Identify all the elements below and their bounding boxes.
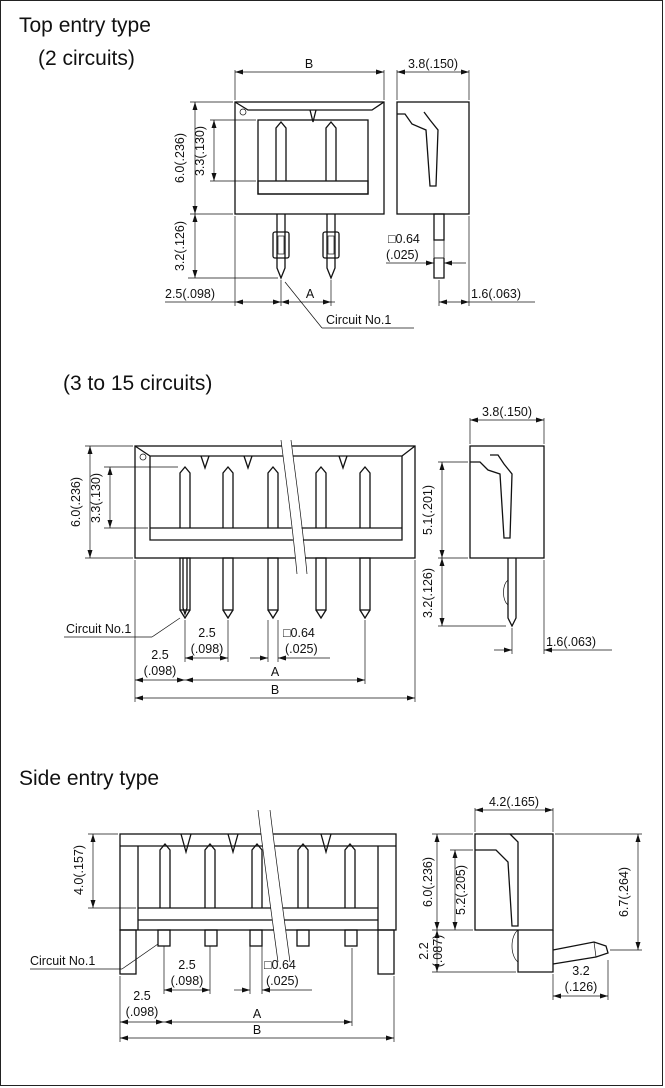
multi-circuit-side-view: 3.8(.150) 5.1(.201) 3.2(.126) 1.6(.063) [421, 405, 612, 654]
dim-side-low-inch: (.087) [431, 935, 445, 968]
dim-side-edge-inch: (.098) [126, 1005, 159, 1019]
dim-multi-pin-length: 3.2(.126) [421, 568, 435, 618]
dim-two-A: A [306, 287, 315, 301]
dim-two-pin-length: 3.2(.126) [173, 221, 187, 271]
multi-circuit-dimensions: 6.0(.236) 3.3(.130) Circuit No.1 2.5 (.0… [64, 445, 416, 702]
dim-multi-side-height: 5.1(.201) [421, 485, 435, 535]
two-circuit-dimensions: B 6.0(.236) 3.2(.126) 3.3(.130) 2.5(.098… [165, 57, 414, 329]
label-two-circuit-no1: Circuit No.1 [326, 313, 391, 327]
heading-two-circuits: (2 circuits) [38, 47, 135, 70]
dim-side-B: B [253, 1023, 261, 1037]
dim-two-inner: 3.3(.130) [193, 126, 207, 176]
dim-side-inner: 5.2(.205) [454, 865, 468, 915]
multi-circuit-front-view [134, 439, 416, 620]
dim-two-pin-square: □0.64 [388, 232, 420, 246]
label-multi-circuit-no1: Circuit No.1 [66, 622, 131, 636]
dim-two-tail: 1.6(.063) [471, 287, 521, 301]
dim-side-depth: 4.2(.165) [489, 795, 539, 809]
dim-side-A: A [253, 1007, 262, 1021]
dim-multi-height: 6.0(.236) [69, 477, 83, 527]
dim-multi-pitch-inch: (.098) [191, 642, 224, 656]
dim-multi-edge-inch: (.098) [144, 664, 177, 678]
label-side-circuit-no1: Circuit No.1 [30, 954, 95, 968]
dim-multi-depth: 3.8(.150) [482, 405, 532, 419]
dim-two-height: 6.0(.236) [173, 133, 187, 183]
dim-multi-inner: 3.3(.130) [89, 473, 103, 523]
dim-side-pin-square: □0.64 [264, 958, 296, 972]
dim-two-depth: 3.8(.150) [408, 57, 458, 71]
side-entry-front-view [119, 809, 397, 975]
dim-multi-B: B [271, 683, 279, 697]
dim-multi-pitch: 2.5 [198, 626, 215, 640]
dim-two-B: B [305, 57, 313, 71]
dim-two-pin-square-inch: (.025) [386, 248, 419, 262]
side-entry-dimensions: 4.0(.157) Circuit No.1 2.5 (.098) □0.64 … [30, 833, 395, 1042]
dim-side-edge: 2.5 [133, 989, 150, 1003]
heading-multi-circuits: (3 to 15 circuits) [63, 372, 213, 395]
dim-side-pitch-inch: (.098) [171, 974, 204, 988]
side-entry-side-view: 4.2(.165) 6.0(.236) 2.2 (.087) 5.2(.205)… [417, 795, 642, 1000]
dim-side-tail: 3.2 [572, 964, 589, 978]
dim-multi-pin-square-inch: (.025) [285, 642, 318, 656]
two-circuit-side-view: 3.8(.150) □0.64 (.025) 1.6(.063) [386, 57, 535, 306]
dim-side-low: 2.2 [417, 942, 431, 959]
dim-side-front-height: 4.0(.157) [72, 845, 86, 895]
heading-side-entry: Side entry type [19, 767, 160, 790]
dim-side-pin-square-inch: (.025) [266, 974, 299, 988]
two-circuit-front-view [234, 101, 385, 280]
dim-side-tail-inch: (.126) [565, 980, 598, 994]
dim-multi-pin-square: □0.64 [283, 626, 315, 640]
dim-side-overall: 6.7(.264) [617, 867, 631, 917]
dim-side-pitch: 2.5 [178, 958, 195, 972]
dim-multi-edge: 2.5 [151, 648, 168, 662]
dim-multi-A: A [271, 665, 280, 679]
dim-multi-tail: 1.6(.063) [546, 635, 596, 649]
dim-side-height: 6.0(.236) [421, 857, 435, 907]
heading-top-entry: Top entry type [19, 14, 151, 37]
dim-two-pitch-side: 2.5(.098) [165, 287, 215, 301]
